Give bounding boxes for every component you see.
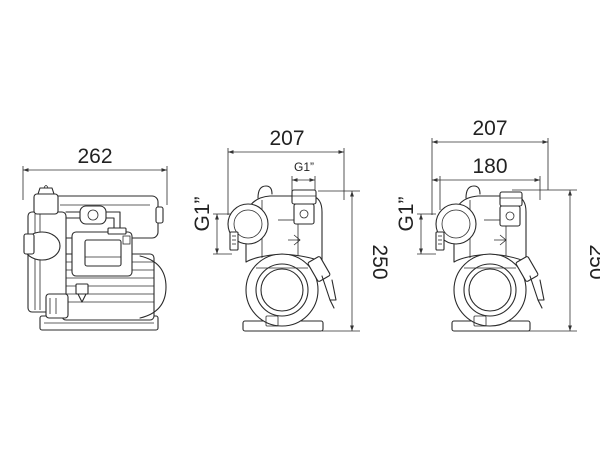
side-top-port	[33, 193, 59, 215]
rear-width-label: 207	[472, 117, 507, 140]
front-top-port-label: G1”	[294, 160, 314, 174]
front-height-label: 250	[368, 244, 391, 279]
rear-inner-width-label: 180	[472, 155, 507, 178]
side-view: 262	[22, 145, 168, 331]
front-view: 207 G1” G1” 250	[191, 127, 391, 332]
front-top-port	[291, 189, 317, 205]
rear-view: 207 180 G1” 250	[395, 117, 600, 332]
front-side-port-label: G1”	[191, 196, 214, 231]
side-check-valve	[79, 205, 107, 225]
rear-top-port	[499, 191, 523, 207]
side-width-label: 262	[77, 145, 112, 168]
side-pressure-switch	[84, 239, 122, 267]
rear-side-port-label: G1”	[395, 196, 418, 231]
rear-height-label: 250	[585, 244, 600, 279]
front-width-label: 207	[269, 127, 304, 150]
